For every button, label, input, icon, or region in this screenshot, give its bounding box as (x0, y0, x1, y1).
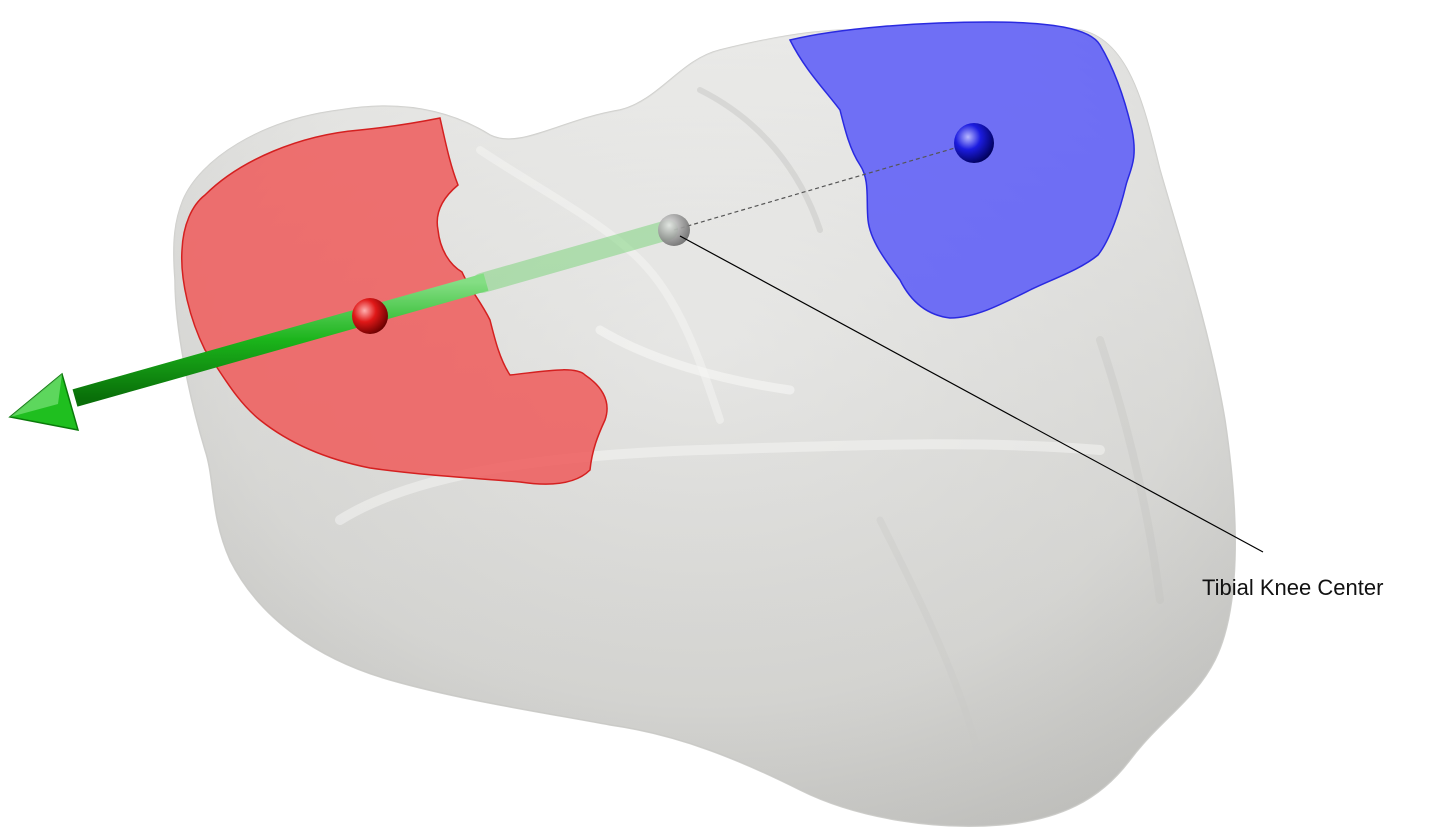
tibial-knee-center-marker (658, 214, 690, 246)
medial-point-marker (954, 123, 994, 163)
lateral-point-marker (352, 298, 388, 334)
tibial-knee-center-label: Tibial Knee Center (1202, 577, 1383, 599)
